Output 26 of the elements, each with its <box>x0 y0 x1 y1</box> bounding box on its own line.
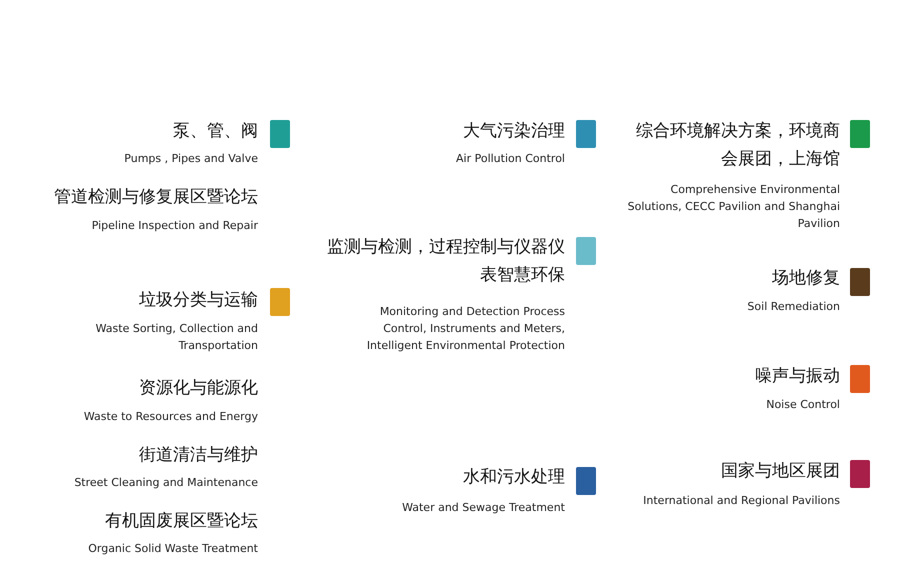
category-heading: 管道检测与修复展区暨论坛 <box>53 186 258 209</box>
category-subtitle: Noise Control <box>765 397 840 413</box>
category-subtitle: Monitoring and Detection Process Control, Instruments and Meters, Intelligent Environmental Protection <box>366 304 565 354</box>
category-subtitle: Comprehensive Environmental Solutions, CECC Pavilion and Shanghai Pavilion <box>626 182 840 232</box>
category-subtitle: Soil Remediation <box>746 299 840 315</box>
category-subtitle: Pipeline Inspection and Repair <box>90 218 258 234</box>
category-subtitle: Air Pollution Control <box>455 151 565 167</box>
legend-label: 场地修复 <box>771 267 840 290</box>
category-subtitle: International and Regional Pavilions <box>642 493 840 509</box>
legend-label: 垃圾分类与运输 <box>138 289 258 312</box>
legend-label: 大气污染治理 <box>462 120 565 143</box>
category-subtitle: Street Cleaning and Maintenance <box>73 475 258 491</box>
category-subtitle: Pumps , Pipes and Valve <box>123 151 258 167</box>
category-heading: 有机固废展区暨论坛 <box>104 510 258 533</box>
legend-label: 国家与地区展团 <box>720 460 840 483</box>
category-subtitle: Organic Solid Waste Treatment <box>87 541 258 557</box>
category-subtitle: Water and Sewage Treatment <box>401 500 565 516</box>
legend-label: 泵、管、阀 <box>172 120 258 143</box>
legend-label: 综合环境解决方案，环境商会展团，上海馆 <box>635 120 840 171</box>
category-subtitle: Waste Sorting, Collection and Transportation <box>94 321 258 354</box>
category-subtitle: Waste to Resources and Energy <box>82 409 258 425</box>
legend-label: 水和污水处理 <box>462 466 565 489</box>
category-heading: 资源化与能源化 <box>138 377 258 400</box>
legend-label: 噪声与振动 <box>754 365 840 388</box>
legend-label: 监测与检测，过程控制与仪器仪表智慧环保 <box>326 236 565 287</box>
category-heading: 街道清洁与维护 <box>138 444 258 467</box>
